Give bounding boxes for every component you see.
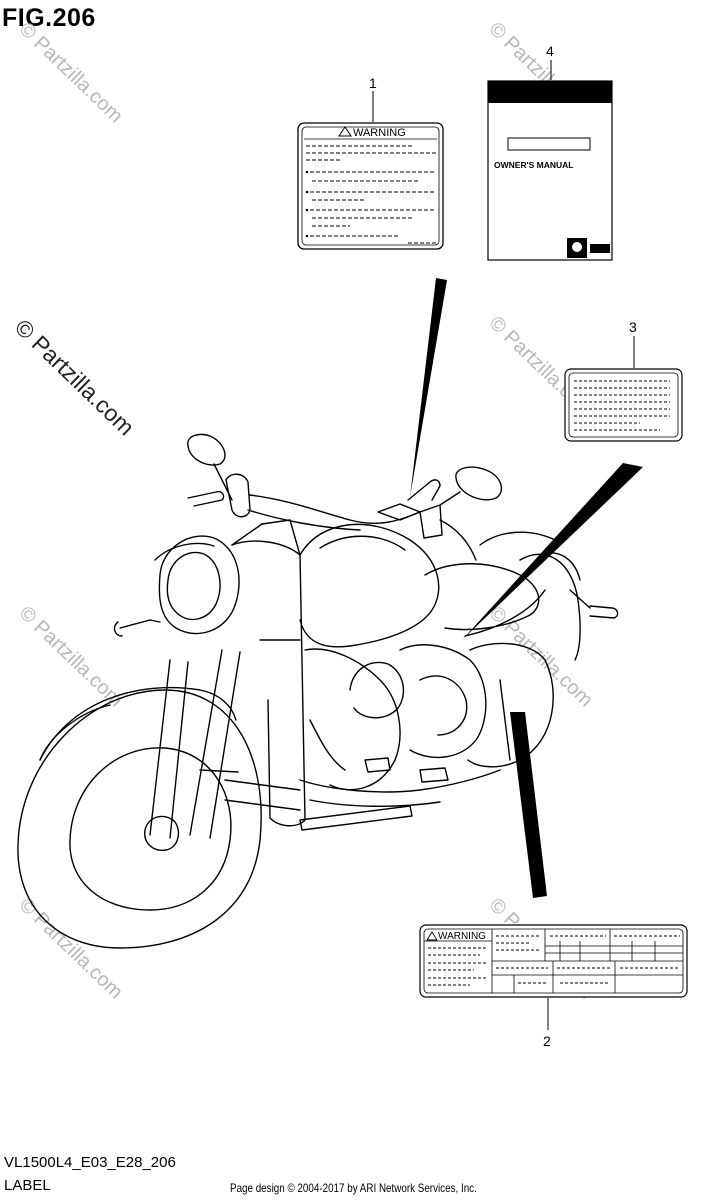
part-1-warning-label[interactable]: WARNING [297, 122, 444, 250]
callout-4: 4 [546, 43, 554, 80]
callout-3: 3 [629, 319, 637, 368]
pointer-wedges [410, 278, 643, 898]
warning-table-heading: WARNING [438, 931, 486, 942]
pointer-part-2 [510, 712, 547, 898]
callout-number: 3 [629, 319, 637, 335]
motorcycle-drawing [17, 433, 619, 949]
part-2-warning-table-label[interactable]: WARNING [419, 924, 688, 998]
model-code: VL1500L4_E03_E28_206 [4, 1154, 176, 1171]
warning-triangle-icon [338, 126, 352, 137]
pointer-part-3 [462, 463, 643, 640]
callout-number: 2 [543, 1033, 551, 1049]
section-label: LABEL [4, 1177, 51, 1194]
page-credit: Page design © 2004-2017 by ARI Network S… [230, 1181, 477, 1195]
warning-heading: WARNING [353, 127, 406, 139]
figure-title: FIG.206 [2, 4, 96, 32]
callout-number: 4 [546, 43, 554, 59]
warning-triangle-icon [426, 931, 438, 941]
callout-number: 1 [369, 75, 377, 91]
callout-1: 1 [369, 75, 377, 122]
part-4-owners-manual[interactable]: OWNER'S MANUAL [487, 80, 613, 261]
part-3-info-label[interactable] [564, 368, 683, 442]
pointer-part-1 [410, 278, 447, 497]
callout-2: 2 [543, 998, 551, 1049]
manual-title: OWNER'S MANUAL [494, 160, 573, 170]
